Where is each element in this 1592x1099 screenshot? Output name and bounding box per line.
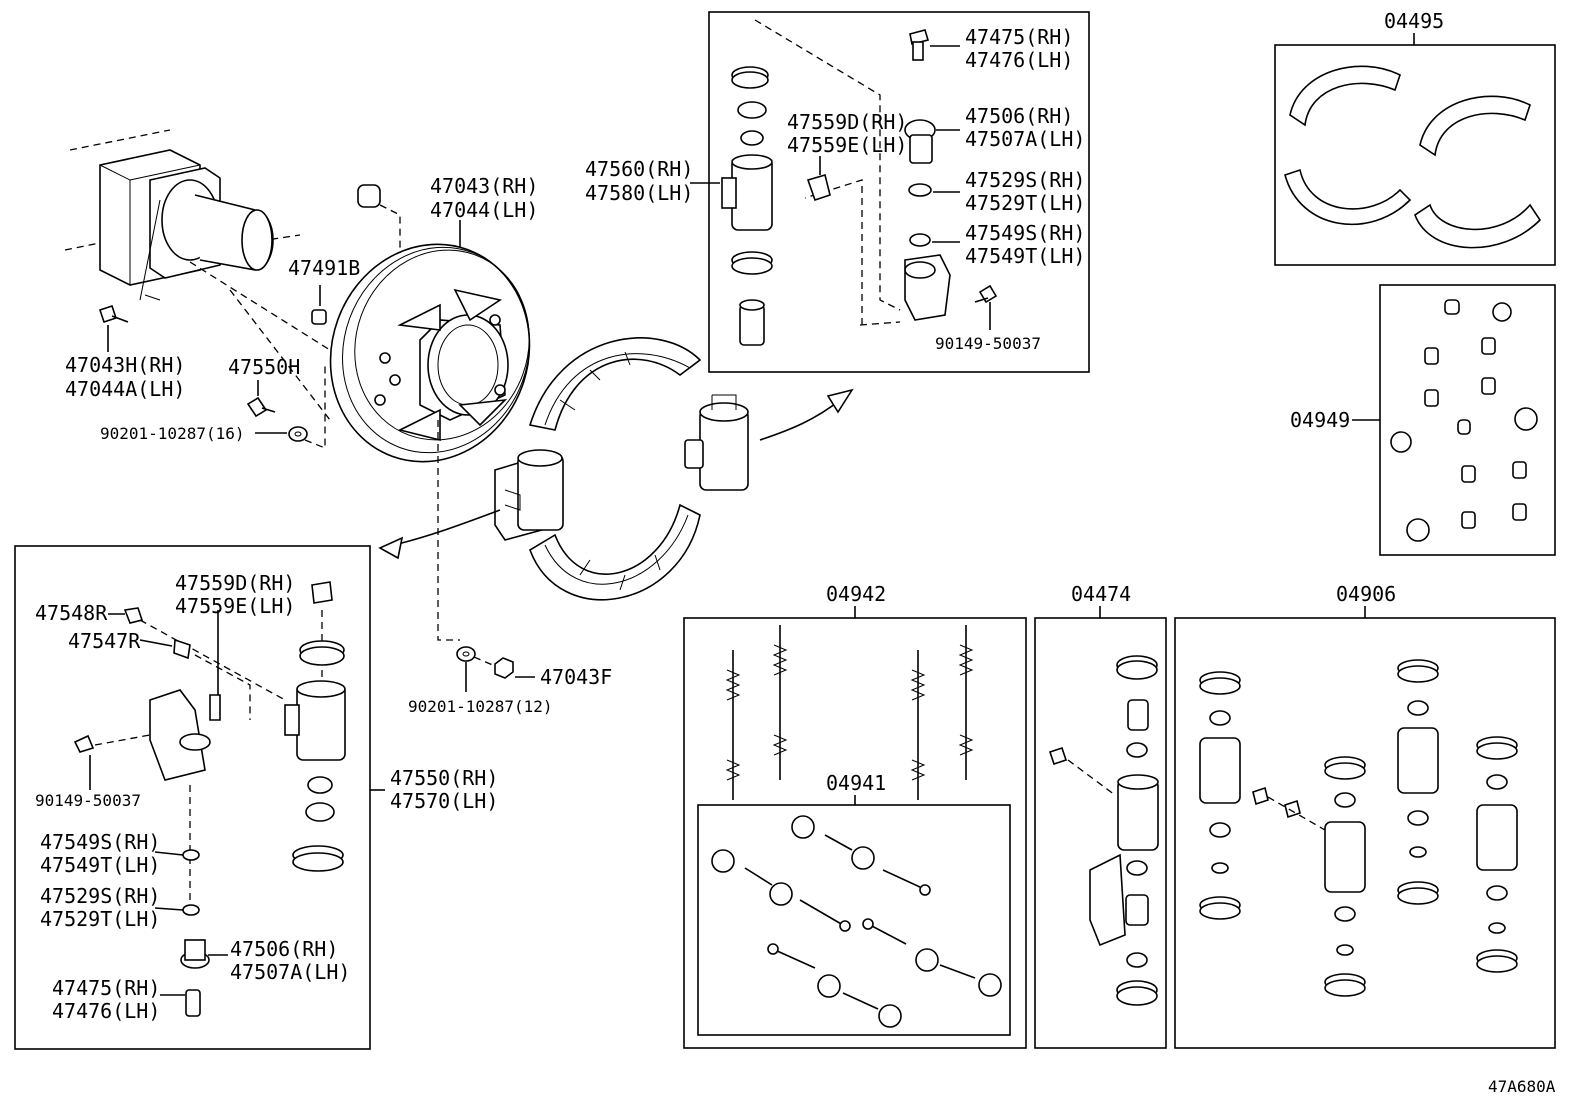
left-box-leaders [89, 610, 385, 996]
left-group-label-rh: 47550(RH) [390, 766, 498, 790]
cylinder-kit-label: 04474 [1071, 582, 1131, 606]
top-cylinder-box [708, 11, 1090, 373]
backing-plate-label-rh: 47043(RH) [430, 174, 538, 198]
wheel-cylinder-front [378, 449, 564, 560]
spring-kit-label: 04942 [826, 582, 886, 606]
hub-bolt-label-rh: 47043H(RH) [65, 353, 185, 377]
backing-nut-label: 47043F [540, 665, 612, 689]
top-item-47549s-rh: 47549S(RH) [965, 221, 1085, 245]
cylinder-kit-box [1034, 617, 1167, 1049]
left-item-47559d-rh: 47559D(RH) [175, 571, 295, 595]
backing-washer [255, 365, 326, 449]
shoe-kit-shoes [1284, 65, 1542, 249]
top-item-47529s-rh: 47529S(RH) [965, 168, 1085, 192]
plug [311, 285, 327, 325]
cylinder-kit-parts [1048, 655, 1159, 1006]
left-item-47559e-lh: 47559E(LH) [175, 594, 295, 618]
left-cylinder-box [14, 545, 371, 1050]
top-group-label-rh: 47560(RH) [585, 157, 693, 181]
plug-label: 47491B [288, 256, 360, 280]
hub-bolt [98, 304, 129, 352]
top-item-47507a-lh: 47507A(LH) [965, 127, 1085, 151]
top-item-47559e-lh: 47559E(LH) [787, 133, 907, 157]
left-item-47475-rh: 47475(RH) [52, 976, 160, 1000]
brake-shoe-upper [528, 337, 702, 431]
left-group-label-lh: 47570(LH) [390, 789, 498, 813]
spring-kit-box [683, 617, 1027, 1049]
top-item-47529t-lh: 47529T(LH) [965, 191, 1085, 215]
cup-kit-label: 04949 [1290, 408, 1350, 432]
axle-housing [64, 129, 331, 421]
left-item-47549t-lh: 47549T(LH) [40, 853, 160, 877]
left-item-47549s-rh: 47549S(RH) [40, 830, 160, 854]
top-item-47506-rh: 47506(RH) [965, 104, 1073, 128]
hardware-kit-parts [711, 815, 1002, 1028]
left-item-47529s-rh: 47529S(RH) [40, 884, 160, 908]
top-item-47549t-lh: 47549T(LH) [965, 244, 1085, 268]
bleeder-screw [246, 380, 276, 418]
wheel-cylinder-rear [684, 388, 854, 491]
hardware-kit-label: 04941 [826, 771, 886, 795]
top-item-47475-rh: 47475(RH) [965, 25, 1073, 49]
backing-nut-washer-label: 90201-10287(12) [408, 697, 553, 716]
top-group-label-lh: 47580(LH) [585, 181, 693, 205]
top-item-47559d-rh: 47559D(RH) [787, 110, 907, 134]
bleeder-label: 47550H [228, 355, 300, 379]
left-item-47507a-lh: 47507A(LH) [230, 960, 350, 984]
left-item-47476-lh: 47476(LH) [52, 999, 160, 1023]
repair-kit-box [1174, 617, 1556, 1049]
spring-kit-springs [725, 625, 974, 800]
repair-kit-parts [1199, 659, 1518, 997]
top-screw-label: 90149-50037 [935, 334, 1041, 353]
top-item-47476-lh: 47476(LH) [965, 48, 1073, 72]
cup-kit-parts [1390, 299, 1538, 542]
diagram-code: 47A680A [1488, 1077, 1556, 1096]
shoe-kit-box [1274, 44, 1556, 266]
left-cylinder-parts [73, 581, 346, 1017]
top-cylinder-parts [721, 19, 998, 346]
backing-plate-label-lh: 47044(LH) [430, 198, 538, 222]
left-item-47548r: 47548R [35, 601, 108, 625]
left-item-47529t-lh: 47529T(LH) [40, 907, 160, 931]
shoe-kit-label: 04495 [1384, 9, 1444, 33]
hardware-kit-box [697, 804, 1011, 1036]
brake-shoe-lower [529, 503, 701, 601]
hub-bolt-label-lh: 47044A(LH) [65, 377, 185, 401]
repair-kit-label: 04906 [1336, 582, 1396, 606]
backing-washer-label: 90201-10287(16) [100, 424, 245, 443]
left-item-47506-rh: 47506(RH) [230, 937, 338, 961]
backing-plate [329, 184, 531, 641]
left-item-90149-screw: 90149-50037 [35, 791, 141, 810]
backing-nut [456, 646, 535, 692]
left-item-47547r: 47547R [68, 629, 141, 653]
